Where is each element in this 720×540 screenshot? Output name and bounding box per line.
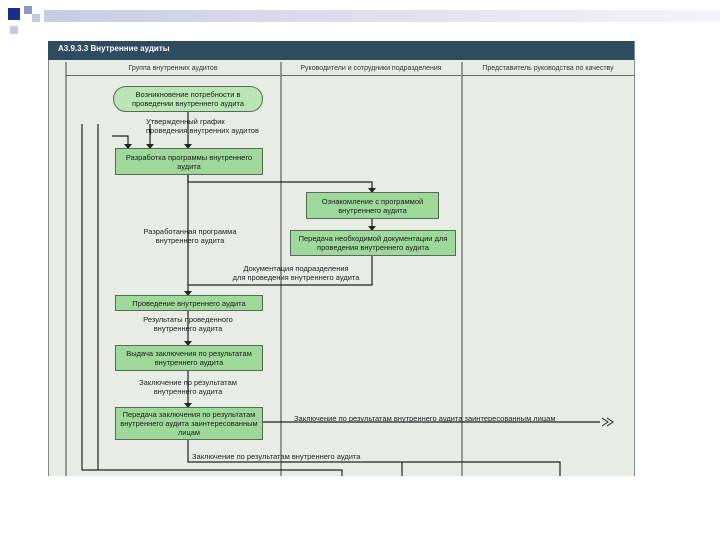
label-conclusion-doc: Заключение по результатам внутреннего ау… [139, 378, 237, 396]
label-approved-schedule: Утвержденный график проведения внутренни… [146, 117, 259, 135]
corner-square [24, 6, 32, 14]
connector-develop-familiarize [187, 175, 373, 192]
lane-header-quality-rep: Представитель руководства по качеству [462, 62, 634, 76]
node-start: Возникновение потребности в проведении в… [113, 86, 263, 112]
arrowhead [184, 403, 192, 408]
corner-square [10, 26, 18, 34]
node-familiarize: Ознакомление с программой внутреннего ау… [306, 192, 439, 219]
label-conclusion-to-interested: Заключение по результатам внутреннего ау… [294, 414, 556, 423]
diagram-title: А3.9.3.3 Внутренние аудиты [58, 44, 170, 53]
double-arrow [606, 417, 614, 427]
arrowhead [184, 291, 192, 296]
connector-bottom-left [98, 469, 343, 476]
arrowhead [146, 144, 154, 149]
label-unit-docs: Документация подразделения для проведени… [232, 264, 360, 282]
arrowhead [184, 144, 192, 149]
arrowhead [368, 226, 376, 231]
node-issue-conclusion: Выдача заключения по результатам внутрен… [115, 345, 263, 371]
connector-branch [112, 135, 129, 148]
corner-bar [44, 10, 720, 22]
arrowhead [368, 188, 376, 193]
node-develop-program: Разработка программы внутреннего аудита [115, 148, 263, 175]
node-handover-conclusion: Передача заключения по результатам внутр… [115, 407, 263, 440]
label-audit-results: Результаты проведенного внутреннего ауди… [143, 315, 233, 333]
node-transfer-docs: Передача необходимой документации для пр… [290, 230, 456, 256]
arrowhead [184, 341, 192, 346]
arrowhead [124, 144, 132, 149]
corner-square [8, 8, 20, 20]
node-conduct-audit: Проведение внутреннего аудита [115, 295, 263, 311]
connector-docs-back [188, 256, 373, 286]
label-conclusion-bottom: Заключение по результатам внутреннего ау… [192, 452, 361, 461]
connector-left-return [81, 124, 98, 471]
lane-header-unit-staff: Руководители и сотрудники подразделения [281, 62, 461, 76]
diagram-canvas [48, 41, 635, 476]
corner-square [32, 14, 40, 22]
diagram-header [48, 41, 634, 60]
connector-bottom [187, 440, 561, 476]
lane-header-audit-group: Группа внутренних аудитов [66, 62, 280, 76]
double-arrow [601, 417, 609, 427]
label-developed-program: Разработанная программа внутреннего ауди… [143, 227, 237, 245]
slide-corner-decoration [0, 0, 720, 40]
